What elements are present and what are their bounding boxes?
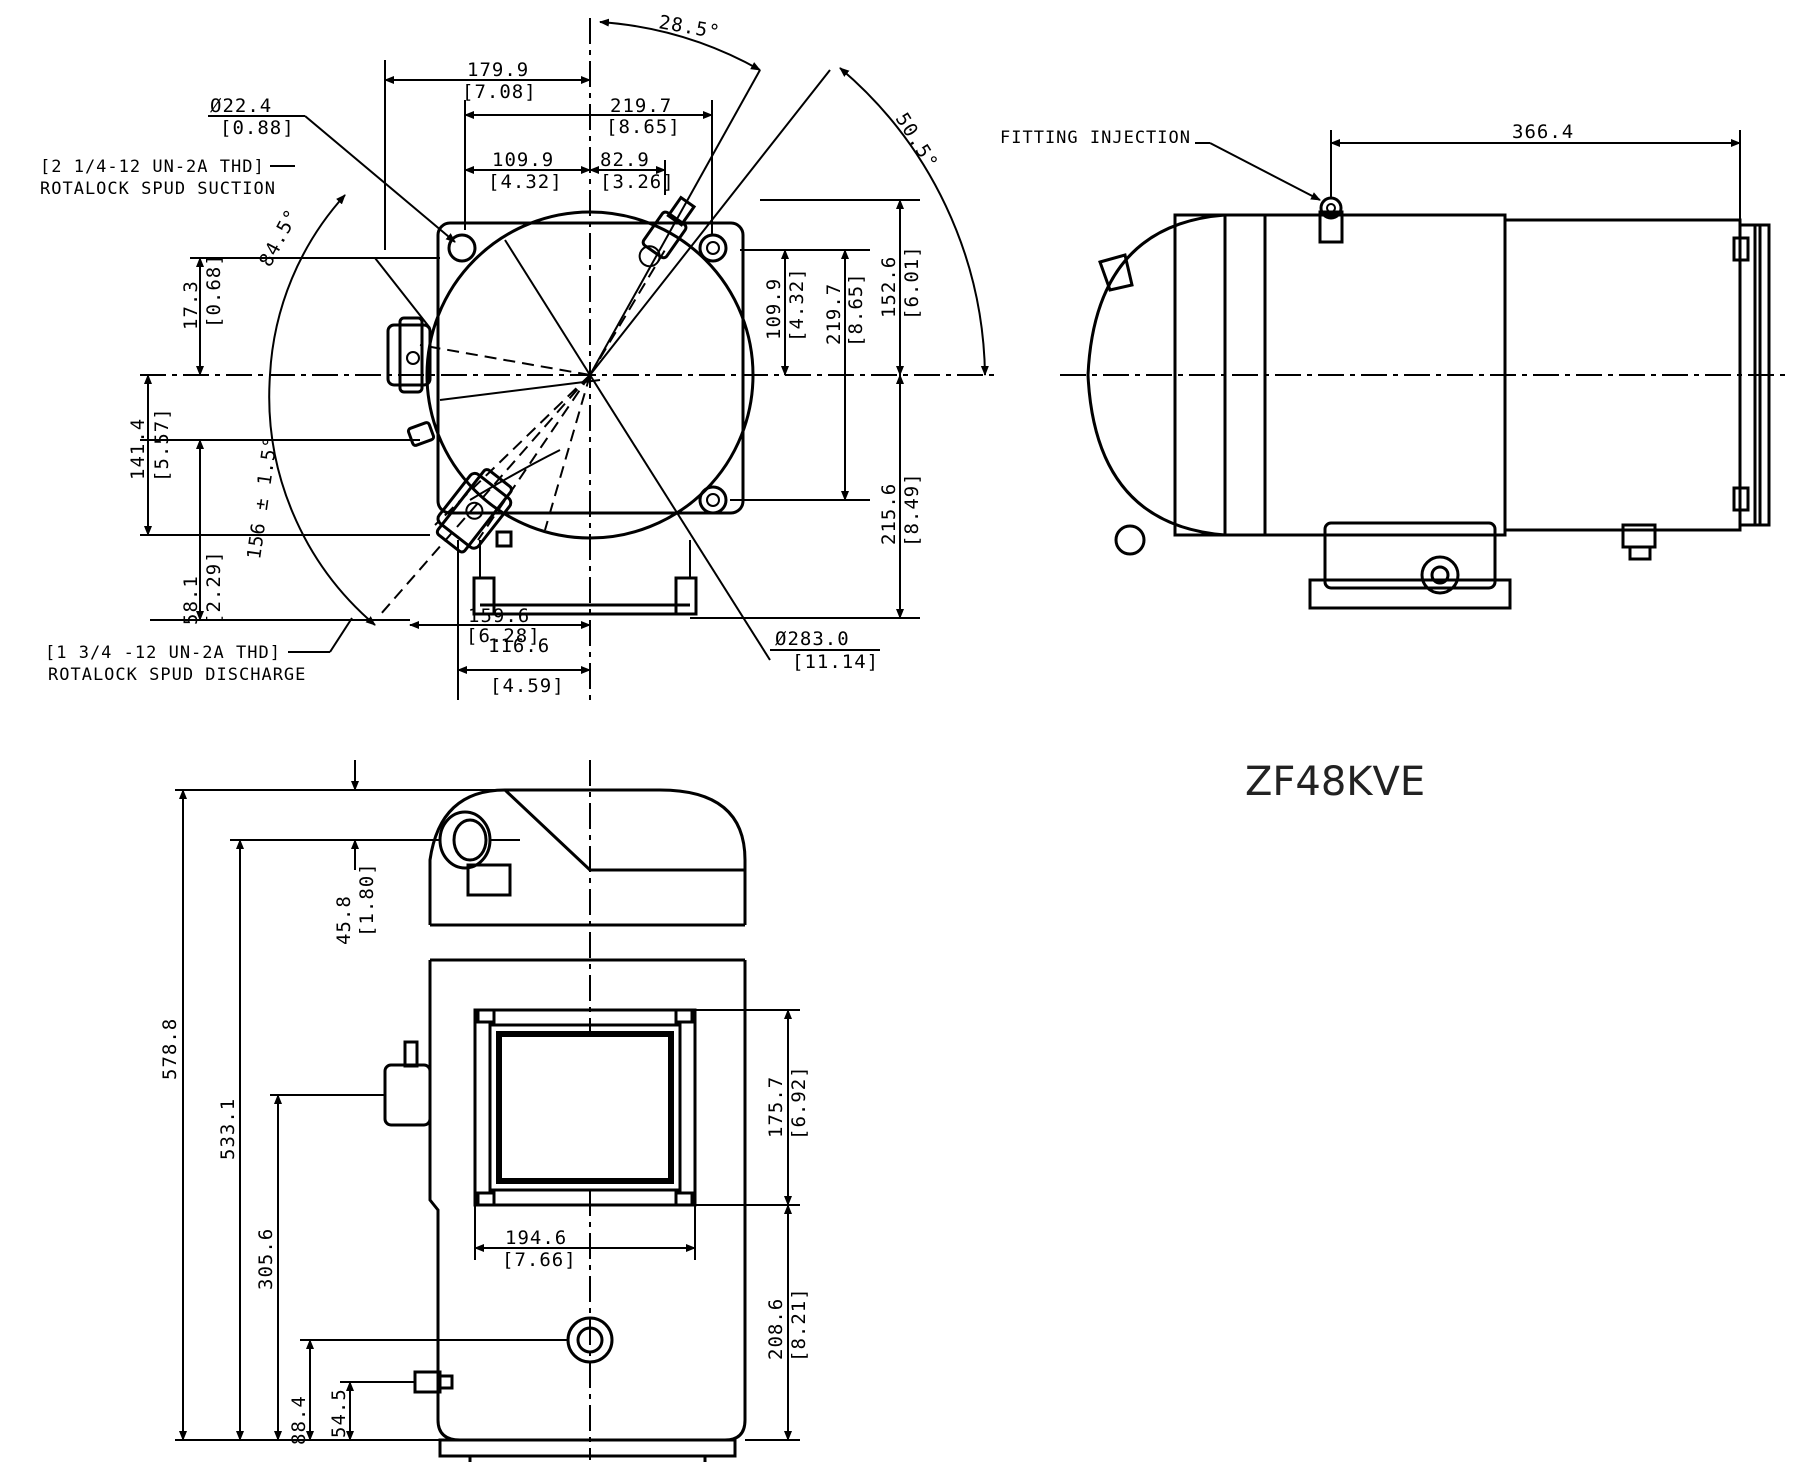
front-suction-fitting xyxy=(438,810,520,897)
dim-152-6: 152.6 xyxy=(878,256,900,318)
dim-366-4: 366.4 xyxy=(1512,121,1574,143)
suction-thread-label: [2 1/4-12 UN-2A THD] xyxy=(40,157,265,177)
dim-8-49: [8.49] xyxy=(901,472,923,547)
dim-215-6: 215.6 xyxy=(878,483,900,545)
angle-84-5: 84.5° xyxy=(255,205,304,270)
dim-88-4: 88.4 xyxy=(288,1395,310,1445)
top-view: 179.9 [7.08] 219.7 [8.65] 109.9 [4.32] 8… xyxy=(40,11,1000,700)
dim-45-8: 45.8 xyxy=(333,895,355,945)
dim-159-6: 159.6 xyxy=(468,605,530,627)
dim-533-1: 533.1 xyxy=(217,1098,239,1160)
dim-r-8-65: [8.65] xyxy=(845,272,867,347)
side-dome xyxy=(1086,213,1226,537)
angle-50-5: 50.5° xyxy=(891,109,943,173)
dim-3-26: [3.26] xyxy=(600,171,675,193)
dim-219-7: 219.7 xyxy=(610,95,672,117)
dim-578-8: 578.8 xyxy=(159,1018,181,1080)
suction-fitting xyxy=(386,316,432,394)
front-side-fitting xyxy=(380,1040,432,1127)
bottom-bracket xyxy=(472,540,698,616)
dim-r-109-9: 109.9 xyxy=(763,278,785,340)
side-view: FITTING INJECTION 366.4 xyxy=(1000,121,1790,610)
fitting-injection-label: FITTING INJECTION xyxy=(1000,128,1191,148)
dim-dia-22-4: Ø22.4 xyxy=(210,95,272,117)
model-label: ZF48KVE xyxy=(1245,759,1425,805)
dim-r-219-7: 219.7 xyxy=(823,283,845,345)
dim-7-66: [7.66] xyxy=(502,1249,577,1271)
dim-17-3: 17.3 xyxy=(180,280,202,330)
dim-208-6: 208.6 xyxy=(765,1298,787,1360)
dim-7-08: [7.08] xyxy=(462,81,537,103)
dim-4-32: [4.32] xyxy=(488,171,563,193)
dim-58-1: 58.1 xyxy=(180,575,202,625)
dim-194-6: 194.6 xyxy=(505,1227,567,1249)
discharge-fitting xyxy=(435,468,513,554)
dim-4-59: [4.59] xyxy=(490,675,565,697)
dim-dia-283: Ø283.0 xyxy=(775,628,850,650)
dim-54-5: 54.5 xyxy=(328,1388,350,1438)
dim-6-01: [6.01] xyxy=(901,245,923,320)
angle-156: 156 ± 1.5° xyxy=(243,434,282,560)
dim-82-9: 82.9 xyxy=(600,149,650,171)
dim-179-9: 179.9 xyxy=(467,59,529,81)
dim-141-4: 141.4 xyxy=(127,418,149,480)
dim-r-4-32: [4.32] xyxy=(786,267,808,342)
side-bottom-mount xyxy=(1323,521,1497,590)
bolt-hole-tl xyxy=(447,233,477,263)
dim-305-6: 305.6 xyxy=(255,1228,277,1290)
bolt-hole-br xyxy=(698,485,728,515)
dim-1-80: [1.80] xyxy=(356,862,378,937)
suction-label: ROTALOCK SPUD SUCTION xyxy=(40,179,276,199)
dim-2-29: [2.29] xyxy=(203,550,225,625)
discharge-label: ROTALOCK SPUD DISCHARGE xyxy=(48,665,306,685)
dim-8-65: [8.65] xyxy=(606,116,681,138)
terminal-box xyxy=(473,1008,697,1207)
dim-5-57: [5.57] xyxy=(151,407,173,482)
dim-0-68: [0.68] xyxy=(203,253,225,328)
dim-109-9: 109.9 xyxy=(492,149,554,171)
front-view: 578.8 533.1 305.6 88.4 54.5 45.8 [1.80] … xyxy=(159,760,810,1462)
dim-6-92: [6.92] xyxy=(788,1065,810,1140)
front-dome xyxy=(428,788,747,925)
dim-8-21: [8.21] xyxy=(788,1287,810,1362)
discharge-thread-label: [1 3/4 -12 UN-2A THD] xyxy=(45,643,281,663)
dim-0-88: [0.88] xyxy=(220,117,295,139)
dim-175-7: 175.7 xyxy=(765,1076,787,1138)
injection-fitting-top xyxy=(638,195,697,268)
dim-11-14: [11.14] xyxy=(792,651,879,673)
dim-6-28: [6.28] xyxy=(466,625,541,647)
dim-116-6: 116.6 xyxy=(488,635,550,657)
